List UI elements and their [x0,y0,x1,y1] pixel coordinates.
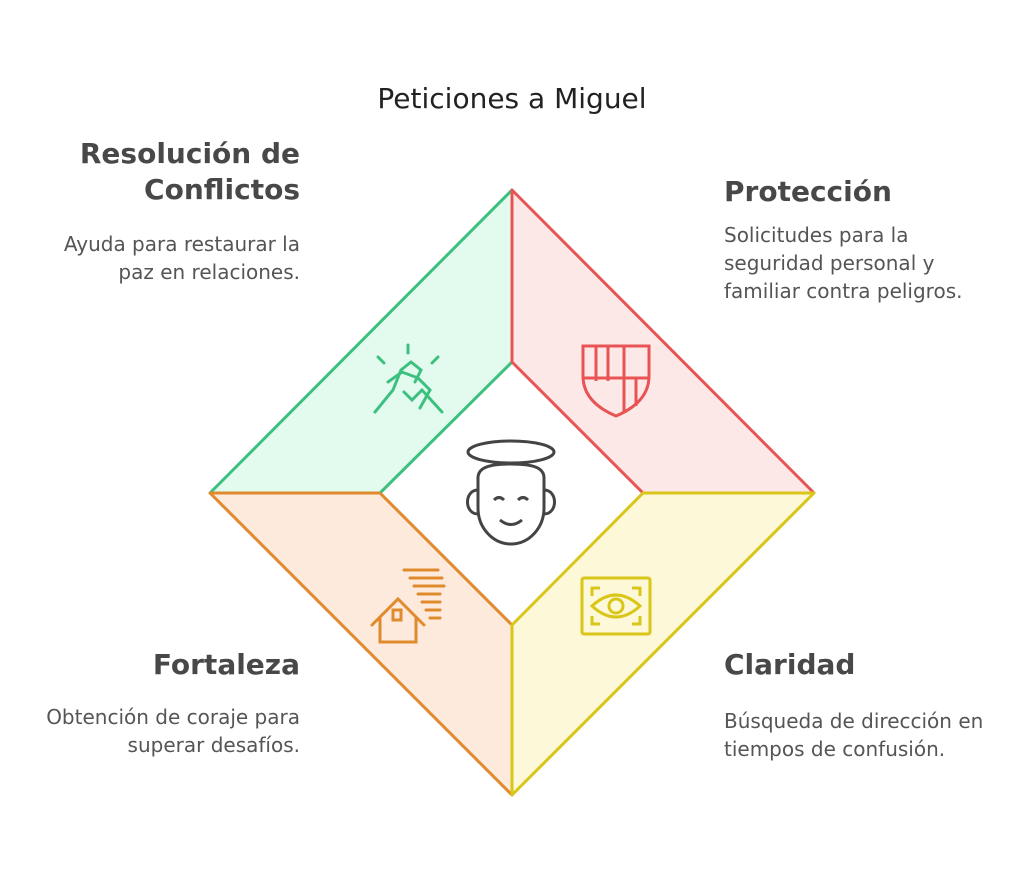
segment-claridad [510,491,816,797]
text-proteccion: Solicitudes para la seguridad personal y… [724,223,963,303]
heading-proteccion: Protección [724,175,892,208]
heading-conflictos: Resolución de Conflictos [79,137,300,206]
house-wind-icon [370,568,446,644]
handshake-icon [373,343,444,414]
text-claridad: Búsqueda de dirección en tiempos de conf… [724,709,984,761]
text-conflictos: Ayuda para restaurar la paz en relacione… [63,232,300,284]
eye-icon [580,576,652,636]
text-fortaleza: Obtención de coraje para superar desafío… [46,705,300,757]
shield-icon [581,344,651,418]
angel-face-icon [466,439,556,546]
heading-claridad: Claridad [724,648,856,681]
heading-fortaleza: Fortaleza [152,648,300,681]
diagram-title: Peticiones a Miguel [377,82,647,115]
